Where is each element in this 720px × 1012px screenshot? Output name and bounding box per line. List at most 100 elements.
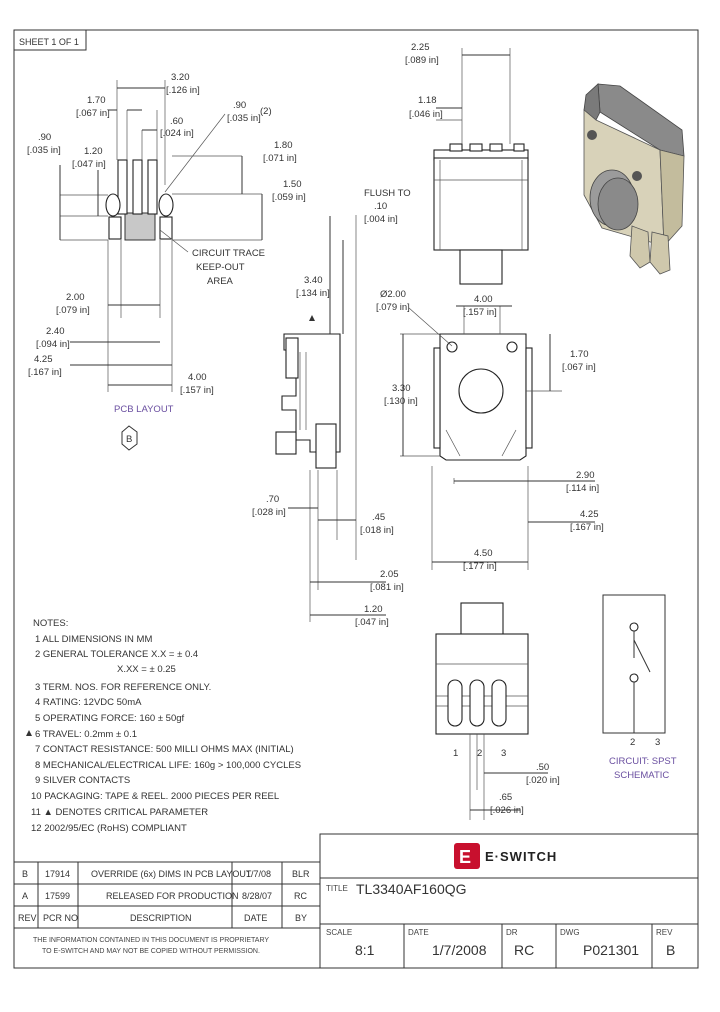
pcb-pad-left (108, 216, 122, 240)
rev-row-2-pcr: 17599 (45, 891, 70, 901)
pcb-dim-180: 1.80 (274, 140, 293, 151)
note-7: 7 CONTACT RESISTANCE: 500 MILLI OHMS MAX… (35, 744, 294, 755)
note-9: 9 SILVER CONTACTS (35, 775, 130, 786)
bottom-dim-050-in: [.020 in] (526, 775, 560, 786)
side-dim-120-in: [.047 in] (355, 617, 389, 628)
drawn-by-value: RC (514, 942, 534, 958)
note-1: 1 ALL DIMENSIONS IN MM (35, 634, 152, 645)
side-dim-070: .70 (266, 494, 279, 505)
rev-row-1-pcr: 17914 (45, 869, 70, 879)
notes-block: NOTES: 1 ALL DIMENSIONS IN MM 2 GENERAL … (26, 618, 301, 834)
pcb-dim-120-in: [.047 in] (72, 159, 106, 170)
top-dim-118-in: [.046 in] (409, 109, 443, 120)
top-view: 2.25 [.089 in] 1.18 [.046 in] FLUSH TO .… (364, 42, 529, 285)
pcb-dim-425: 4.25 (34, 354, 53, 365)
front-dim-200dia: Ø2.00 (380, 289, 406, 300)
front-dim-330: 3.30 (392, 383, 411, 394)
disclaimer-2: TO E-SWITCH AND MAY NOT BE COPIED WITHOU… (42, 948, 260, 955)
flush-label-3: [.004 in] (364, 214, 398, 225)
bottom-pin-3: 3 (501, 748, 506, 759)
rev-header-rev: REV (18, 913, 37, 923)
disclaimer-1: THE INFORMATION CONTAINED IN THIS DOCUME… (33, 937, 269, 944)
critical-marker-icon (26, 730, 32, 736)
pcb-dim-090b-note: (2) (260, 106, 272, 117)
note-2: 2 GENERAL TOLERANCE X.X = ± 0.4 (35, 649, 198, 660)
brand-name: E·SWITCH (485, 849, 557, 864)
pcb-dim-090b: .90 (233, 100, 246, 111)
scale-value: 8:1 (355, 942, 375, 958)
pcb-dim-200-in: [.079 in] (56, 305, 90, 316)
pcb-dim-170-in: [.067 in] (76, 108, 110, 119)
note-11: 11 ▲ DENOTES CRITICAL PARAMETER (31, 807, 208, 818)
pcb-dim-320: 3.20 (171, 72, 190, 83)
eswitch-logo-icon (454, 843, 480, 869)
title-block: E E·SWITCH TITLE TL3340AF160QG SCALE 8:1… (319, 833, 699, 969)
pcb-hole-left (105, 193, 121, 217)
switch-3d-render (583, 83, 685, 275)
schematic-label-1: CIRCUIT: SPST (609, 756, 677, 767)
pcb-dim-400: 4.00 (188, 372, 207, 383)
pcb-dim-150: 1.50 (283, 179, 302, 190)
front-view: Ø2.00 [.079 in] 4.00 [.157 in] 3.30 [.13… (376, 289, 604, 572)
pcb-dim-180-in: [.071 in] (263, 153, 297, 164)
schematic-label-2: SCHEMATIC (614, 770, 669, 781)
rev-row-1-rev: B (22, 869, 28, 879)
revision-table: B 17914 OVERRIDE (6x) DIMS IN PCB LAYOUT… (13, 861, 321, 955)
front-dim-425: 4.25 (580, 509, 599, 520)
pcb-dim-090a-in: [.035 in] (27, 145, 61, 156)
date-value: 1/7/2008 (432, 942, 487, 958)
date-label: DATE (408, 928, 429, 937)
schematic-pin-2: 2 (630, 737, 635, 748)
note-3: 3 TERM. NOS. FOR REFERENCE ONLY. (35, 682, 211, 693)
bottom-dim-050: .50 (536, 762, 549, 773)
revision-value: B (666, 942, 675, 958)
side-dim-045-in: [.018 in] (360, 525, 394, 536)
pcb-dim-150-in: [.059 in] (272, 192, 306, 203)
pcb-dim-060: .60 (170, 116, 183, 127)
side-dim-340-in: [.134 in] (296, 288, 330, 299)
flush-label-1: FLUSH TO (364, 188, 411, 199)
side-dim-205-in: [.081 in] (370, 582, 404, 593)
front-dim-400: 4.00 (474, 294, 493, 305)
side-dim-070-in: [.028 in] (252, 507, 286, 518)
keepout-label-1: CIRCUIT TRACE (192, 248, 265, 259)
rev-row-2-desc: RELEASED FOR PRODUCTION (106, 891, 239, 901)
bottom-pin-2: 2 (477, 748, 482, 759)
front-dim-290-in: [.114 in] (566, 483, 599, 494)
scale-label: SCALE (326, 928, 352, 937)
side-dim-340: 3.40 (304, 275, 323, 286)
pcb-dim-060-in: [.024 in] (160, 128, 194, 139)
schematic-pin-3: 3 (655, 737, 660, 748)
pcb-layout-label: PCB LAYOUT (114, 404, 174, 415)
rev-row-2-by: RC (294, 891, 307, 901)
bottom-pin-1: 1 (453, 748, 458, 759)
spst-schematic: 2 3 CIRCUIT: SPST SCHEMATIC (602, 594, 677, 781)
note-2b: X.XX = ± 0.25 (117, 664, 176, 675)
rev-row-2-rev: A (22, 891, 28, 901)
pcb-leg-2 (132, 159, 143, 215)
note-8: 8 MECHANICAL/ELECTRICAL LIFE: 160g > 100… (35, 760, 301, 771)
flush-label-2: .10 (374, 201, 387, 212)
top-view-body (433, 157, 529, 251)
top-view-actuator (459, 249, 503, 285)
side-dim-045: .45 (372, 512, 385, 523)
bottom-view: 1 2 3 .50 [.020 in] .65 [.026 in] (435, 602, 560, 820)
top-dim-225-in: [.089 in] (405, 55, 439, 66)
keepout-area (124, 212, 156, 241)
front-dim-170-in: [.067 in] (562, 362, 596, 373)
note-6: 6 TRAVEL: 0.2mm ± 0.1 (35, 729, 137, 740)
pcb-rev-marker: B (126, 434, 132, 445)
rev-row-1-desc: OVERRIDE (6x) DIMS IN PCB LAYOUT (91, 869, 252, 879)
front-dim-200dia-in: [.079 in] (376, 302, 410, 313)
front-dim-450-in: [.177 in] (463, 561, 497, 572)
bottom-dim-065-in: [.026 in] (490, 805, 524, 816)
bottom-dim-065: .65 (499, 792, 512, 803)
rev-row-1-date: 1/7/08 (246, 869, 271, 879)
side-dim-205: 2.05 (380, 569, 399, 580)
sheet-label: SHEET 1 OF 1 (19, 37, 79, 47)
title-label: TITLE (326, 884, 348, 893)
front-dim-450: 4.50 (474, 548, 493, 559)
rev-header-by: BY (295, 913, 307, 923)
note-12: 12 2002/95/EC (RoHS) COMPLIANT (31, 823, 187, 834)
side-view: 3.40 [.134 in] .70 [.028 in] .45 [.018 i… (252, 215, 404, 628)
